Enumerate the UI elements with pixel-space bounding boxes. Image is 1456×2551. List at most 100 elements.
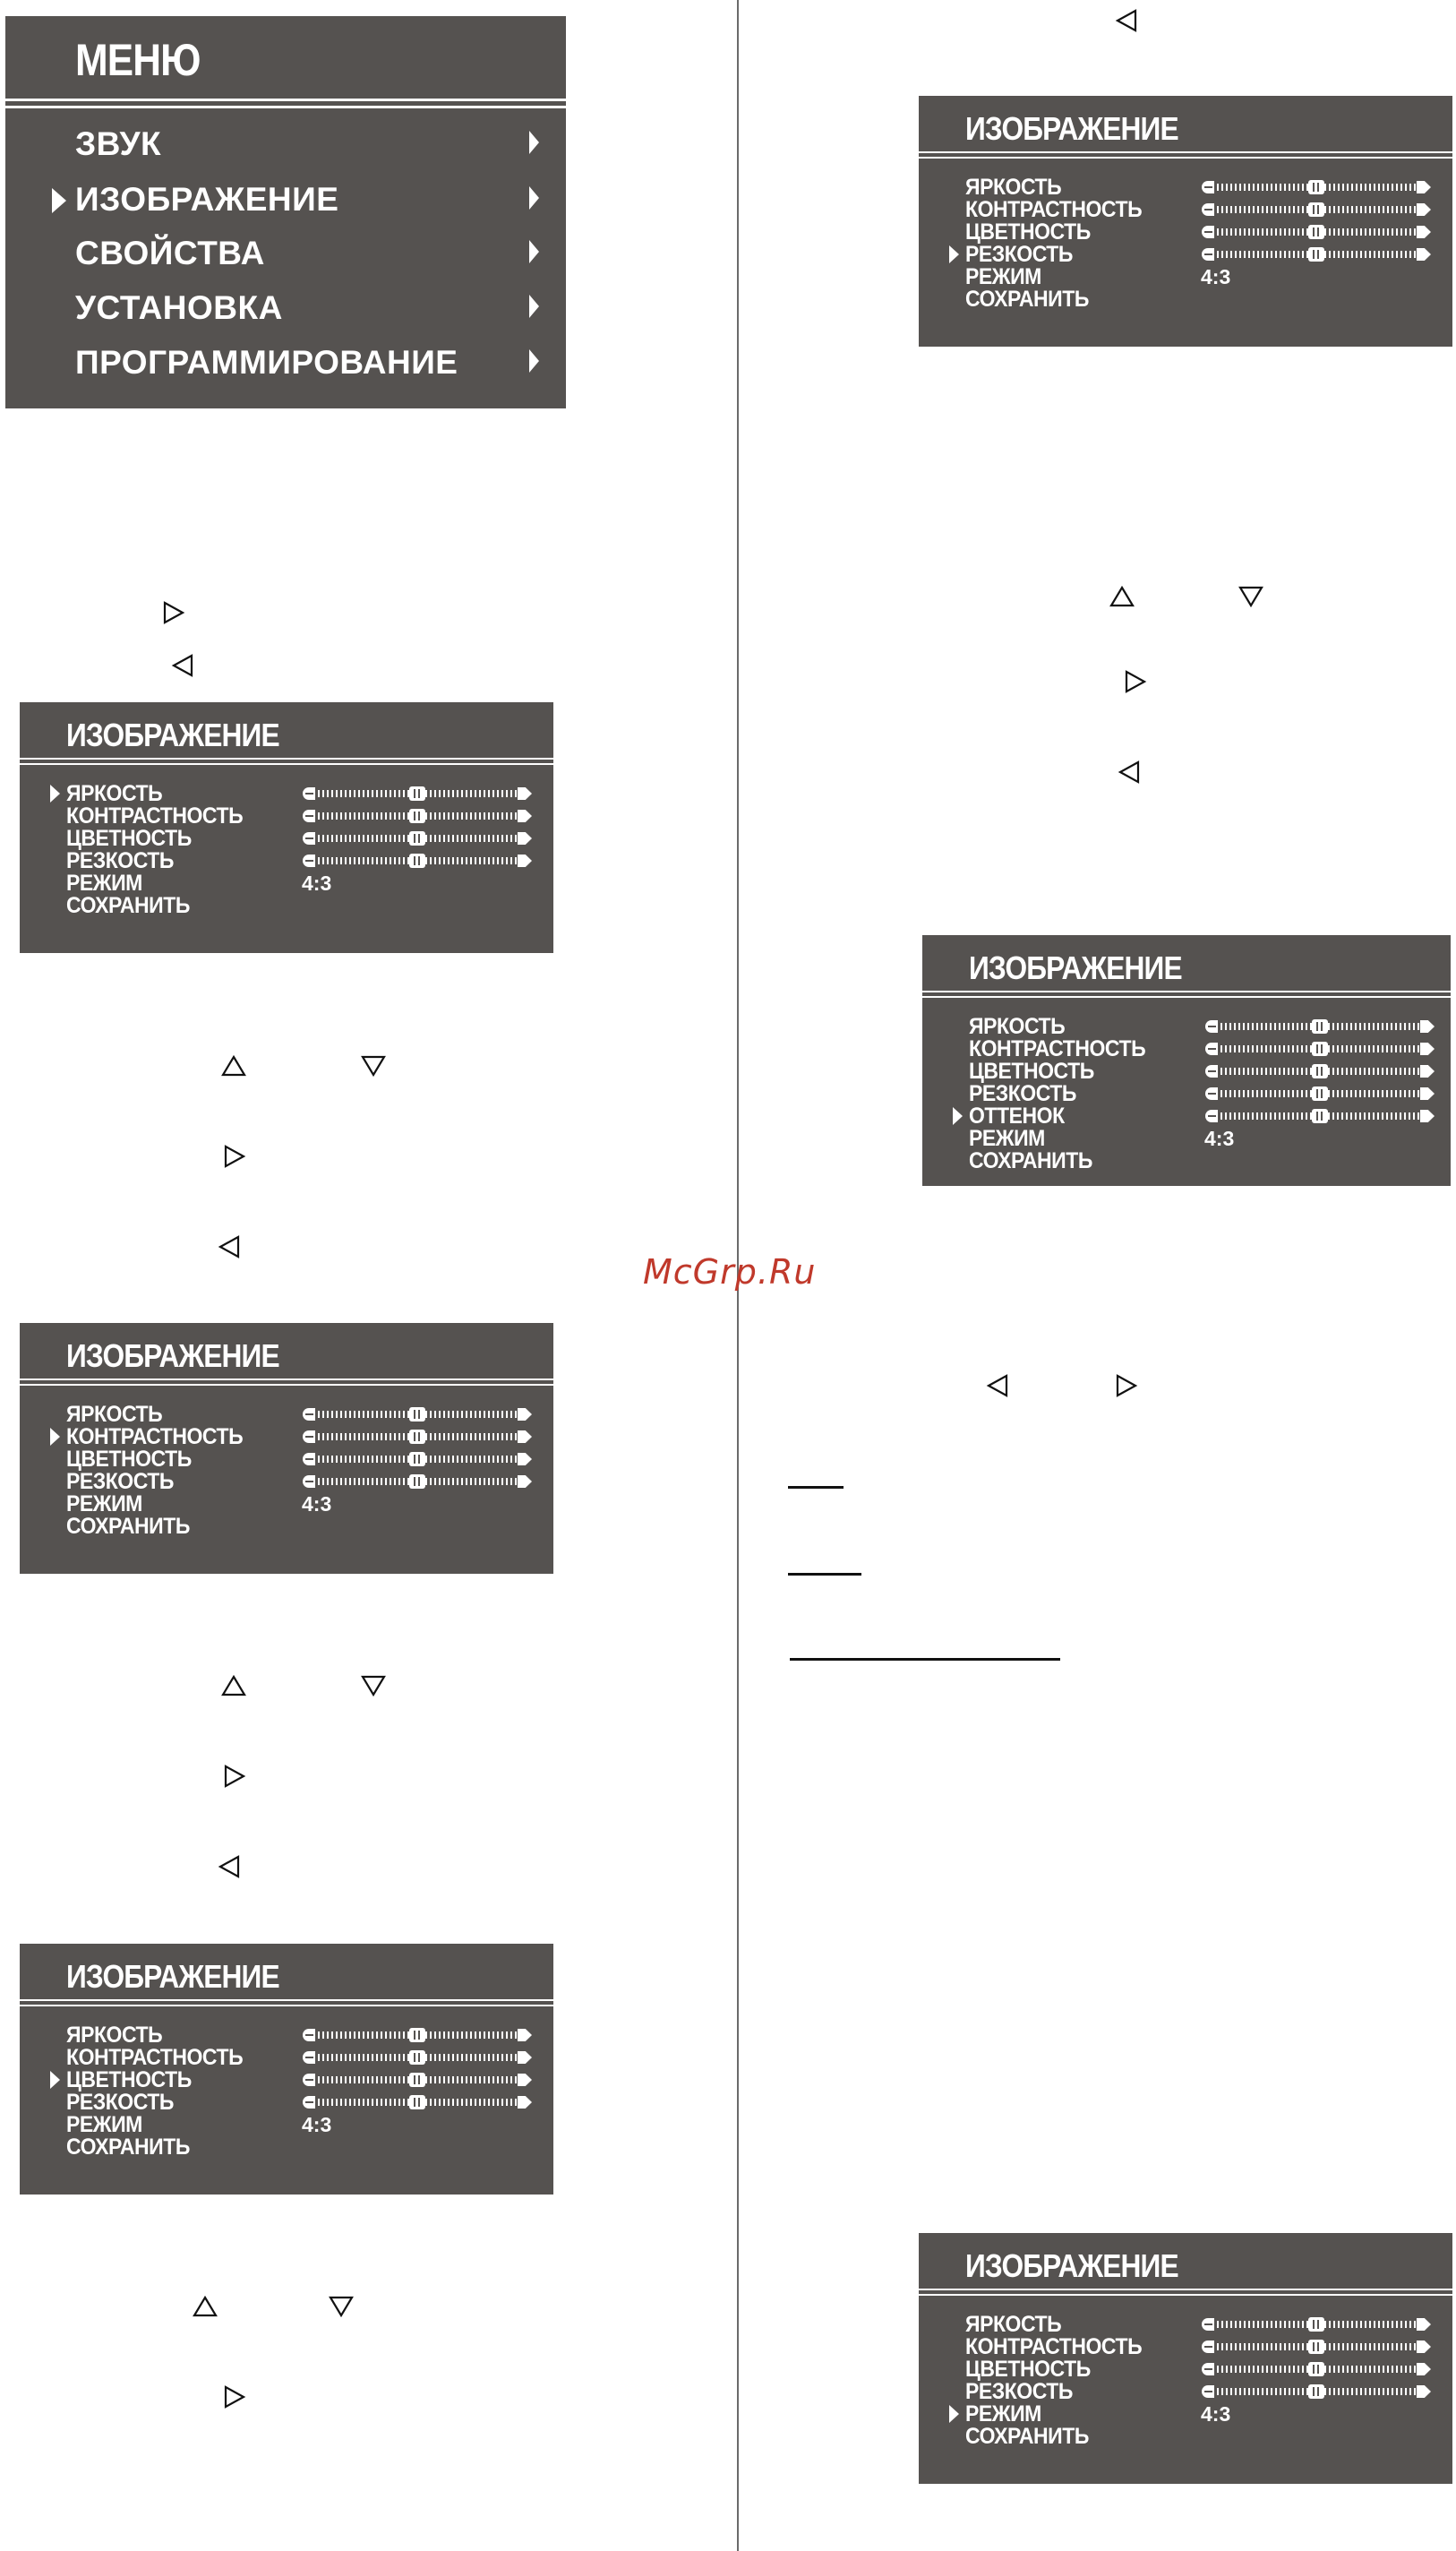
slider-knob[interactable]: [409, 2095, 425, 2109]
slider-knob[interactable]: [409, 786, 425, 801]
level-slider[interactable]: [1205, 1087, 1435, 1101]
panel-row-label[interactable]: ЯРКОСТЬ: [66, 781, 163, 806]
level-slider[interactable]: [1202, 2362, 1431, 2376]
menu-item[interactable]: УСТАНОВКА: [75, 289, 283, 326]
slider-knob[interactable]: [409, 1452, 425, 1466]
level-slider[interactable]: [303, 1452, 532, 1466]
slider-knob[interactable]: [409, 809, 425, 823]
panel-row-label[interactable]: КОНТРАСТНОСТЬ: [965, 197, 1143, 222]
slider-knob[interactable]: [1312, 1087, 1328, 1101]
panel-row-label[interactable]: СОХРАНИТЬ: [66, 2134, 190, 2160]
panel-title: ИЗОБРАЖЕНИЕ: [969, 949, 1183, 986]
level-slider[interactable]: [303, 786, 532, 801]
level-slider[interactable]: [303, 831, 532, 846]
level-slider[interactable]: [1202, 247, 1431, 262]
level-slider[interactable]: [303, 1474, 532, 1489]
panel-row-label[interactable]: ЦВЕТНОСТЬ: [965, 2357, 1091, 2382]
menu-item[interactable]: ЗВУК: [75, 125, 162, 162]
level-slider[interactable]: [303, 1430, 532, 1444]
panel-row-label[interactable]: СОХРАНИТЬ: [66, 893, 190, 918]
level-slider[interactable]: [303, 2073, 532, 2087]
panel-divider: [20, 763, 553, 765]
slider-knob[interactable]: [409, 831, 425, 846]
slider-knob[interactable]: [409, 1430, 425, 1444]
level-slider[interactable]: [1205, 1019, 1435, 1034]
panel-divider: [20, 2005, 553, 2006]
panel-row-label[interactable]: РЕЖИМ: [969, 1126, 1045, 1151]
slider-knob[interactable]: [409, 1407, 425, 1422]
slider-knob[interactable]: [409, 854, 425, 868]
level-slider[interactable]: [303, 854, 532, 868]
panel-row-label[interactable]: РЕЖИМ: [66, 2112, 142, 2137]
panel-row-label[interactable]: СОХРАНИТЬ: [969, 1148, 1092, 1173]
selection-pointer-icon: [50, 2071, 60, 2089]
level-slider[interactable]: [303, 809, 532, 823]
level-slider[interactable]: [1205, 1042, 1435, 1056]
selection-pointer-icon: [949, 245, 959, 263]
panel-row-label[interactable]: КОНТРАСТНОСТЬ: [969, 1036, 1146, 1061]
panel-row-label[interactable]: СОХРАНИТЬ: [66, 1514, 190, 1539]
level-slider[interactable]: [1202, 225, 1431, 239]
level-slider[interactable]: [1202, 2317, 1431, 2332]
panel-row-label[interactable]: РЕЖИМ: [66, 871, 142, 896]
panel-row-label[interactable]: СОХРАНИТЬ: [965, 2424, 1089, 2449]
level-slider[interactable]: [1202, 2384, 1431, 2399]
level-slider[interactable]: [1205, 1109, 1435, 1123]
level-slider[interactable]: [303, 2028, 532, 2042]
panel-row-label[interactable]: РЕЖИМ: [66, 1491, 142, 1516]
slider-knob[interactable]: [409, 2073, 425, 2087]
panel-row-label[interactable]: ЦВЕТНОСТЬ: [66, 826, 192, 851]
slider-knob[interactable]: [1312, 1042, 1328, 1056]
level-slider[interactable]: [1202, 180, 1431, 194]
panel-row-label[interactable]: ЯРКОСТЬ: [66, 1402, 163, 1427]
panel-row-label[interactable]: ЯРКОСТЬ: [66, 2023, 163, 2048]
level-slider[interactable]: [1202, 202, 1431, 217]
slider-knob[interactable]: [1312, 1019, 1328, 1034]
slider-knob[interactable]: [1308, 225, 1324, 239]
level-slider[interactable]: [303, 2095, 532, 2109]
underline: [788, 1486, 844, 1489]
slider-knob[interactable]: [1308, 247, 1324, 262]
level-slider[interactable]: [303, 1407, 532, 1422]
slider-knob[interactable]: [1312, 1064, 1328, 1078]
panel-row-label[interactable]: РЕЗКОСТЬ: [969, 1081, 1076, 1106]
panel-row-label[interactable]: ЦВЕТНОСТЬ: [66, 1447, 192, 1472]
panel-row-label[interactable]: ЦВЕТНОСТЬ: [969, 1059, 1094, 1084]
slider-knob[interactable]: [1308, 202, 1324, 217]
level-slider[interactable]: [1205, 1064, 1435, 1078]
panel-row-label[interactable]: РЕЗКОСТЬ: [66, 2090, 174, 2115]
slider-knob[interactable]: [409, 2050, 425, 2065]
menu-item[interactable]: СВОЙСТВА: [75, 235, 265, 271]
panel-row-label[interactable]: ЦВЕТНОСТЬ: [66, 2067, 192, 2092]
panel-row-label[interactable]: КОНТРАСТНОСТЬ: [965, 2334, 1143, 2359]
panel-row-label[interactable]: РЕЗКОСТЬ: [965, 2379, 1073, 2404]
panel-row-label[interactable]: КОНТРАСТНОСТЬ: [66, 2045, 244, 2070]
slider-knob[interactable]: [1308, 180, 1324, 194]
slider-knob[interactable]: [1308, 2362, 1324, 2376]
panel-row-label[interactable]: ЦВЕТНОСТЬ: [965, 219, 1091, 245]
level-slider[interactable]: [1202, 2340, 1431, 2354]
panel-row-label[interactable]: РЕЗКОСТЬ: [965, 242, 1073, 267]
slider-knob[interactable]: [409, 2028, 425, 2042]
panel-row-label[interactable]: КОНТРАСТНОСТЬ: [66, 803, 244, 829]
menu-item[interactable]: ПРОГРАММИРОВАНИЕ: [75, 344, 458, 381]
panel-row-label[interactable]: РЕЗКОСТЬ: [66, 1469, 174, 1494]
panel-row-label[interactable]: ОТТЕНОК: [969, 1104, 1065, 1129]
panel-row-label[interactable]: СОХРАНИТЬ: [965, 287, 1089, 312]
menu-item[interactable]: ИЗОБРАЖЕНИЕ: [75, 181, 339, 218]
panel-row-label[interactable]: РЕЖИМ: [965, 264, 1041, 289]
slider-knob[interactable]: [1308, 2384, 1324, 2399]
level-slider[interactable]: [303, 2050, 532, 2065]
panel-row-label[interactable]: КОНТРАСТНОСТЬ: [66, 1424, 244, 1449]
panel-divider: [919, 151, 1452, 153]
panel-row-label[interactable]: ЯРКОСТЬ: [965, 175, 1062, 200]
panel-row-label[interactable]: РЕЖИМ: [965, 2401, 1041, 2426]
slider-knob[interactable]: [1312, 1109, 1328, 1123]
panel-row-label[interactable]: ЯРКОСТЬ: [965, 2312, 1062, 2337]
slider-knob[interactable]: [1308, 2340, 1324, 2354]
slider-knob[interactable]: [409, 1474, 425, 1489]
panel-row-label[interactable]: ЯРКОСТЬ: [969, 1014, 1066, 1039]
triangle-left-icon: [985, 1372, 1012, 1399]
panel-row-label[interactable]: РЕЗКОСТЬ: [66, 848, 174, 873]
slider-knob[interactable]: [1308, 2317, 1324, 2332]
